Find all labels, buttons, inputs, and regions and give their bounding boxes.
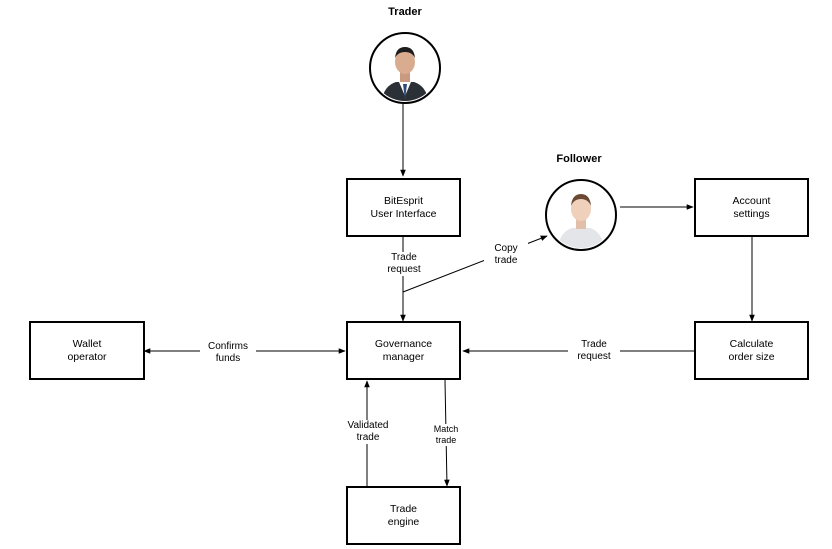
- wallet-operator-box[interactable]: Wallet operator: [29, 321, 145, 380]
- governance-manager-box-line2: manager: [382, 350, 425, 363]
- trade-request-label-calc: Trade request: [568, 339, 620, 363]
- wallet-operator-box-line1: Wallet: [72, 337, 102, 350]
- person-avatar-icon: [545, 179, 617, 251]
- account-settings-box-line2: settings: [733, 207, 770, 220]
- businessman-avatar-icon: [369, 32, 441, 104]
- trade-request-label-ui: Trade request: [379, 252, 429, 276]
- calculate-order-size-box[interactable]: Calculate order size: [694, 321, 809, 380]
- calculate-order-size-box-line1: Calculate: [729, 337, 774, 350]
- copy-trade-label: Copy trade: [484, 243, 528, 267]
- trade-engine-box-line1: Trade: [389, 502, 418, 515]
- calculate-order-size-box-line2: order size: [728, 350, 775, 363]
- governance-manager-box-line1: Governance: [374, 337, 433, 350]
- user-interface-box-line1: BitEsprit: [383, 194, 424, 207]
- user-interface-box-line2: User Interface: [370, 207, 437, 220]
- trade-engine-box[interactable]: Trade engine: [346, 486, 461, 545]
- follower-label: Follower: [556, 153, 602, 165]
- confirms-funds-label: Confirms funds: [200, 341, 256, 365]
- account-settings-box[interactable]: Account settings: [694, 178, 809, 237]
- trade-engine-box-line2: engine: [387, 515, 420, 528]
- user-interface-box[interactable]: BitEsprit User Interface: [346, 178, 461, 237]
- match-trade-label: Match trade: [426, 424, 466, 446]
- governance-manager-box[interactable]: Governance manager: [346, 321, 461, 380]
- account-settings-box-line1: Account: [732, 194, 771, 207]
- trader-label: Trader: [388, 6, 422, 18]
- wallet-operator-box-line2: operator: [67, 350, 107, 363]
- validated-trade-label: Validated trade: [338, 420, 398, 444]
